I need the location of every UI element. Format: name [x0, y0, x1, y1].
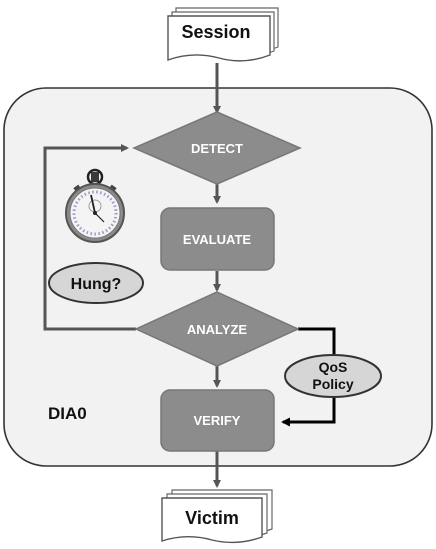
session-document: Session [167, 7, 279, 62]
evaluate-label: EVALUATE [183, 232, 251, 247]
hung-label: Hung? [71, 276, 122, 293]
loop-analyze-to-detect [43, 144, 136, 331]
qos-policy-oval [284, 354, 382, 398]
qos-policy-line2: Policy [312, 376, 353, 392]
analyze-step [134, 291, 300, 367]
verify-step [160, 389, 275, 452]
session-label: Session [181, 22, 250, 42]
stopwatch-icon [65, 168, 125, 243]
analyze-label: ANALYZE [187, 322, 248, 337]
container-label: DIA0 [48, 404, 87, 423]
hung-oval [48, 262, 144, 304]
victim-document: Victim [161, 489, 273, 544]
qos-policy-line1: QoS [319, 359, 348, 375]
verify-label: VERIFY [194, 413, 241, 428]
detect-label: DETECT [191, 141, 243, 156]
detect-step [132, 111, 302, 185]
victim-label: Victim [185, 508, 239, 528]
evaluate-step [160, 207, 275, 271]
